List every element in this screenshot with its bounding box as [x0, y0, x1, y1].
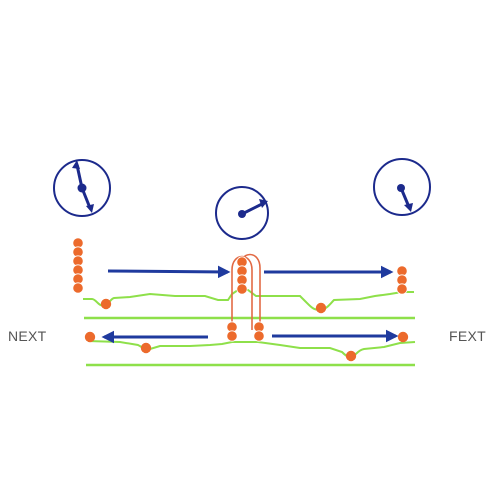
clock-icon-left [53, 159, 111, 217]
charge-dot [345, 350, 357, 362]
fext-label: FEXT [449, 328, 486, 344]
charge-dot [84, 331, 96, 343]
charge-stack-right [396, 265, 408, 295]
clock-icon-right [373, 158, 431, 216]
charge-dot [315, 302, 327, 314]
charge-dot [397, 331, 409, 343]
charge-dot [100, 298, 112, 310]
charge-pair-coupled [226, 321, 265, 342]
lower-signal-trace [87, 340, 416, 359]
charge-stack-middle [236, 256, 248, 295]
charge-stack-left [72, 237, 84, 294]
charge-dot [140, 342, 152, 354]
upper-signal-trace [83, 289, 414, 312]
arrow-right-icon-top [107, 265, 231, 279]
next-label: NEXT [8, 328, 47, 344]
clock-icon-middle [215, 186, 269, 240]
